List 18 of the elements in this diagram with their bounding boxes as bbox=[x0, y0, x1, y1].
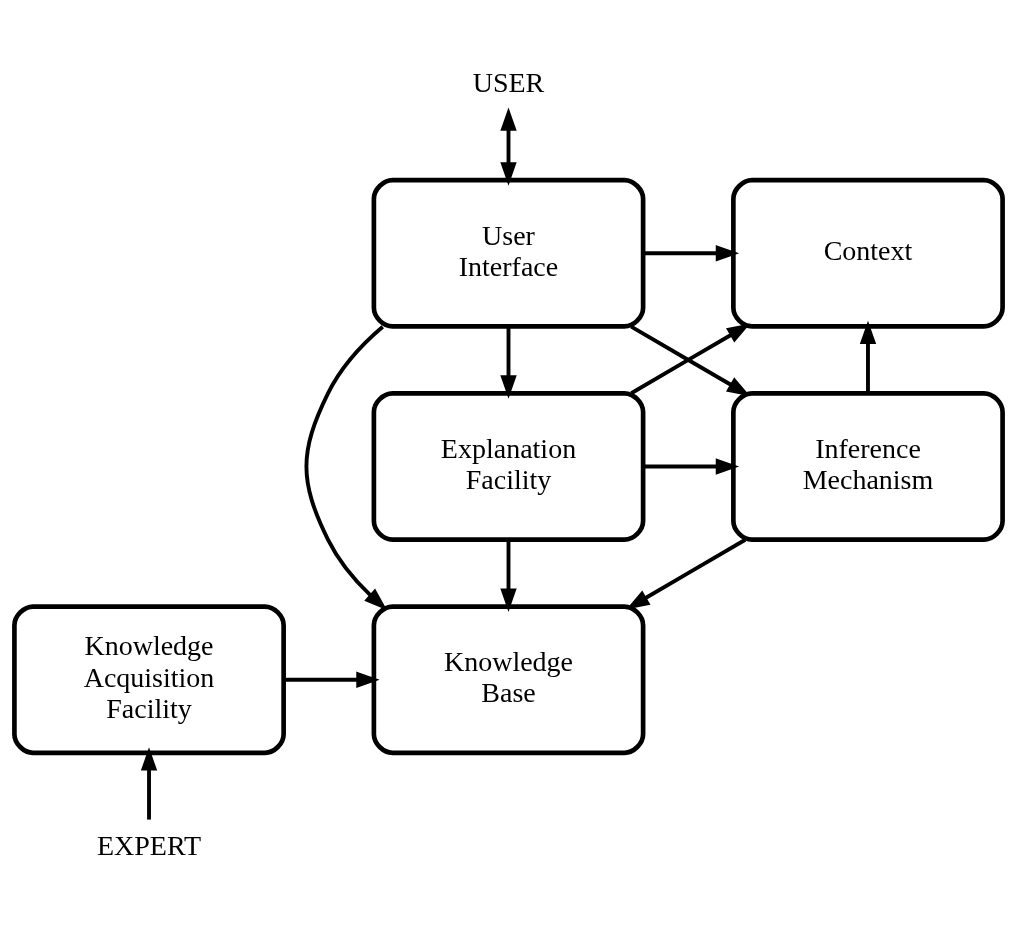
arrow bbox=[500, 326, 517, 399]
node-box: Knowledge Acquisition Facility bbox=[12, 603, 286, 755]
arrow bbox=[500, 106, 517, 186]
node-box: Explanation Facility bbox=[371, 390, 646, 542]
node-box: Inference Mechanism bbox=[731, 390, 1005, 542]
arrow bbox=[140, 746, 158, 820]
arrow bbox=[500, 539, 517, 612]
node-box: Context bbox=[731, 177, 1005, 329]
arrow bbox=[304, 324, 388, 610]
arrow bbox=[643, 244, 740, 261]
arrow bbox=[283, 671, 380, 688]
arrow bbox=[626, 537, 747, 609]
arrow bbox=[643, 457, 740, 475]
arrow bbox=[859, 320, 877, 393]
node-text: USER bbox=[472, 66, 545, 98]
node-box: User Interface bbox=[371, 177, 646, 329]
node-box: Knowledge Base bbox=[371, 603, 646, 755]
node-text: EXPERT bbox=[96, 829, 202, 861]
